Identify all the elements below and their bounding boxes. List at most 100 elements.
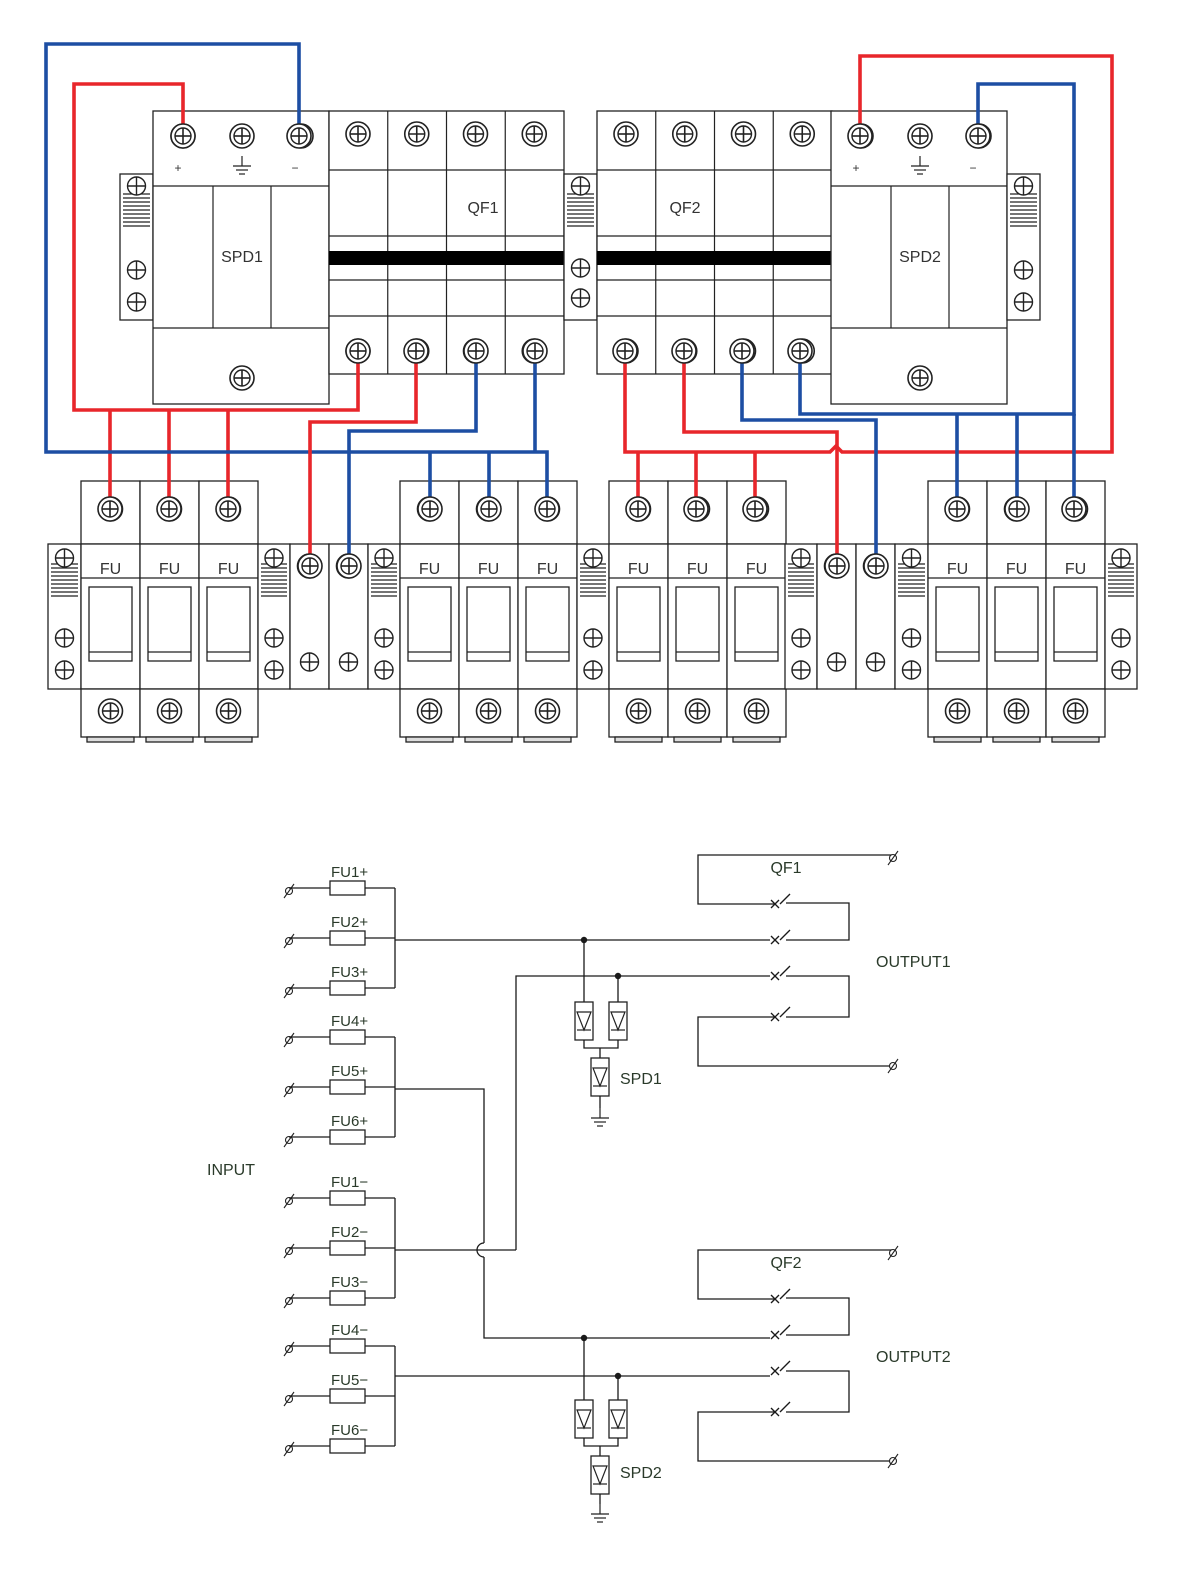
- output-line: [697, 1411, 892, 1462]
- pole-loop: [786, 975, 850, 1018]
- fuse-row: FU2+: [283, 914, 395, 949]
- fuse-symbol: [329, 1438, 366, 1454]
- fuse-label: FU1−: [331, 1174, 368, 1191]
- terminal-screw-icon: [417, 496, 443, 522]
- wire-spd1-plus: [72, 82, 360, 412]
- fuse-symbol: [329, 1338, 366, 1354]
- input-terminal-icon: [283, 1293, 295, 1309]
- terminal-screw-icon: [612, 338, 638, 364]
- spd1-module-minus-label: −: [291, 161, 298, 175]
- qf1-breaker-top-screw-icon: [345, 121, 371, 147]
- breaker-contact-icon: [770, 1330, 780, 1340]
- breaker-label: QF1: [770, 860, 801, 877]
- fuse-symbol: [329, 1388, 366, 1404]
- spd-join: [583, 1438, 619, 1447]
- spd2-module: +−SPD2: [830, 110, 1008, 405]
- fuse-group-2-fu-label: FU: [419, 561, 440, 578]
- bottom-clamp-4-screw-icon: [583, 548, 603, 568]
- qf2-breaker-top-screw-icon: [730, 121, 757, 147]
- terminal-screw-icon: [847, 123, 873, 149]
- bus-minus-1: [515, 975, 770, 1250]
- ground-icon: [590, 1503, 610, 1523]
- fuse-label: FU4−: [331, 1322, 368, 1339]
- spd-element-icon: [590, 1057, 610, 1097]
- terminal-screw-icon: [297, 553, 323, 579]
- fuse-group-4-foot: [992, 736, 1041, 743]
- fuse-symbol: [329, 930, 366, 946]
- qf1-breaker-label: QF1: [467, 200, 498, 217]
- terminal-screw-icon: [476, 496, 502, 522]
- spd2-module-label: SPD2: [899, 249, 941, 266]
- fuse-group-2-fu-label: FU: [537, 561, 558, 578]
- qf2-breaker-label: QF2: [669, 200, 700, 217]
- pole-loop: [786, 1370, 850, 1413]
- terminal-screw-icon: [286, 123, 312, 149]
- qf1-breaker-top-screw-icon: [521, 121, 548, 147]
- fuse-row: FU2−: [283, 1224, 395, 1259]
- bottom-clamp-4: [576, 543, 610, 690]
- fuse-group-4-foot: [933, 736, 982, 743]
- fuse-label: FU4+: [331, 1013, 368, 1030]
- wire-qf2-pole2: [682, 351, 839, 566]
- rail-clamp-right: [1006, 173, 1041, 321]
- qf2-breaker-top-screw-icon: [671, 121, 698, 147]
- spd-element-icon: [574, 1001, 594, 1041]
- bottom-clamp-5-screw-icon: [791, 660, 811, 680]
- terminal-screw-icon: [534, 496, 560, 522]
- breaker-blade: [779, 1401, 791, 1413]
- fuse-label: FU3+: [331, 964, 368, 981]
- fuse-group-3-bottom-screw-icon: [743, 698, 770, 724]
- schematic-diagram: FU1+FU2+FU3+FU4+FU5+FU6+FU1−FU2−FU3−FU4−…: [207, 850, 951, 1523]
- fuse-group-3-fu-label: FU: [628, 561, 649, 578]
- rail-clamp-left-screw-icon: [126, 176, 147, 196]
- spd-element-icon: [574, 1399, 594, 1439]
- fuse-group-1-fuse-window: [88, 586, 133, 662]
- output-label: OUTPUT1: [876, 954, 951, 971]
- fuse-group-2-foot: [405, 736, 454, 743]
- breaker-blade: [779, 1288, 791, 1300]
- terminal-screw-icon: [863, 553, 889, 579]
- output-label: OUTPUT2: [876, 1349, 951, 1366]
- bottom-clamp-3-screw-icon: [374, 548, 394, 568]
- breaker-contact-icon: [770, 971, 780, 981]
- fuse-label: FU2+: [331, 914, 368, 931]
- fuse-group-4-fuse-window: [935, 586, 980, 662]
- fuse-label: FU5−: [331, 1372, 368, 1389]
- bottom-clamp-7-screw-icon: [1111, 628, 1131, 648]
- input-terminal-icon: [283, 883, 295, 899]
- terminal-screw-icon: [97, 496, 123, 522]
- output-terminal-icon: [887, 850, 899, 866]
- qf2-breaker-top-screw-icon: [613, 121, 639, 147]
- bottom-clamp-5-screw-icon: [791, 548, 811, 568]
- spd-join: [583, 1040, 619, 1049]
- rail-clamp-center-screw-icon: [570, 288, 591, 308]
- qf1-breaker-handle-bar: [329, 251, 564, 265]
- fuse-group-2-bottom-screw-icon: [534, 698, 561, 724]
- spd1-module-plus-label: +: [174, 161, 181, 175]
- fuse-group-1-bottom-screw-icon: [156, 698, 183, 724]
- spd-element-icon: [608, 1399, 628, 1439]
- input-terminal-icon: [283, 983, 295, 999]
- qf2-breaker: QF2: [596, 110, 833, 375]
- fuse-group-1-foot: [204, 736, 253, 743]
- fuse-row: FU6−: [283, 1422, 395, 1457]
- fuse-group-2-fuse-window: [407, 586, 452, 662]
- qf1-breaker-top-screw-icon: [403, 121, 430, 147]
- bottom-clamp-7: [1104, 543, 1138, 690]
- input-terminal-icon: [283, 1082, 295, 1098]
- fuse-row: FU5+: [283, 1063, 395, 1098]
- terminal-screw-icon: [336, 553, 362, 579]
- fuse-group-4-bottom-screw-icon: [1003, 698, 1030, 724]
- fuse-group-4-fu-label: FU: [1006, 561, 1027, 578]
- output-terminal-icon: [887, 1245, 899, 1261]
- bottom-clamp-2-screw-icon: [264, 660, 284, 680]
- fuse-group-2-bottom-screw-icon: [475, 698, 502, 724]
- fuse-group-3-foot: [673, 736, 722, 743]
- terminal-screw-icon: [683, 496, 709, 522]
- terminal-screw-icon: [729, 338, 755, 364]
- fuse-label: FU3−: [331, 1274, 368, 1291]
- breaker-contact-icon: [770, 1366, 780, 1376]
- wire-spd2-minus: [798, 82, 1076, 416]
